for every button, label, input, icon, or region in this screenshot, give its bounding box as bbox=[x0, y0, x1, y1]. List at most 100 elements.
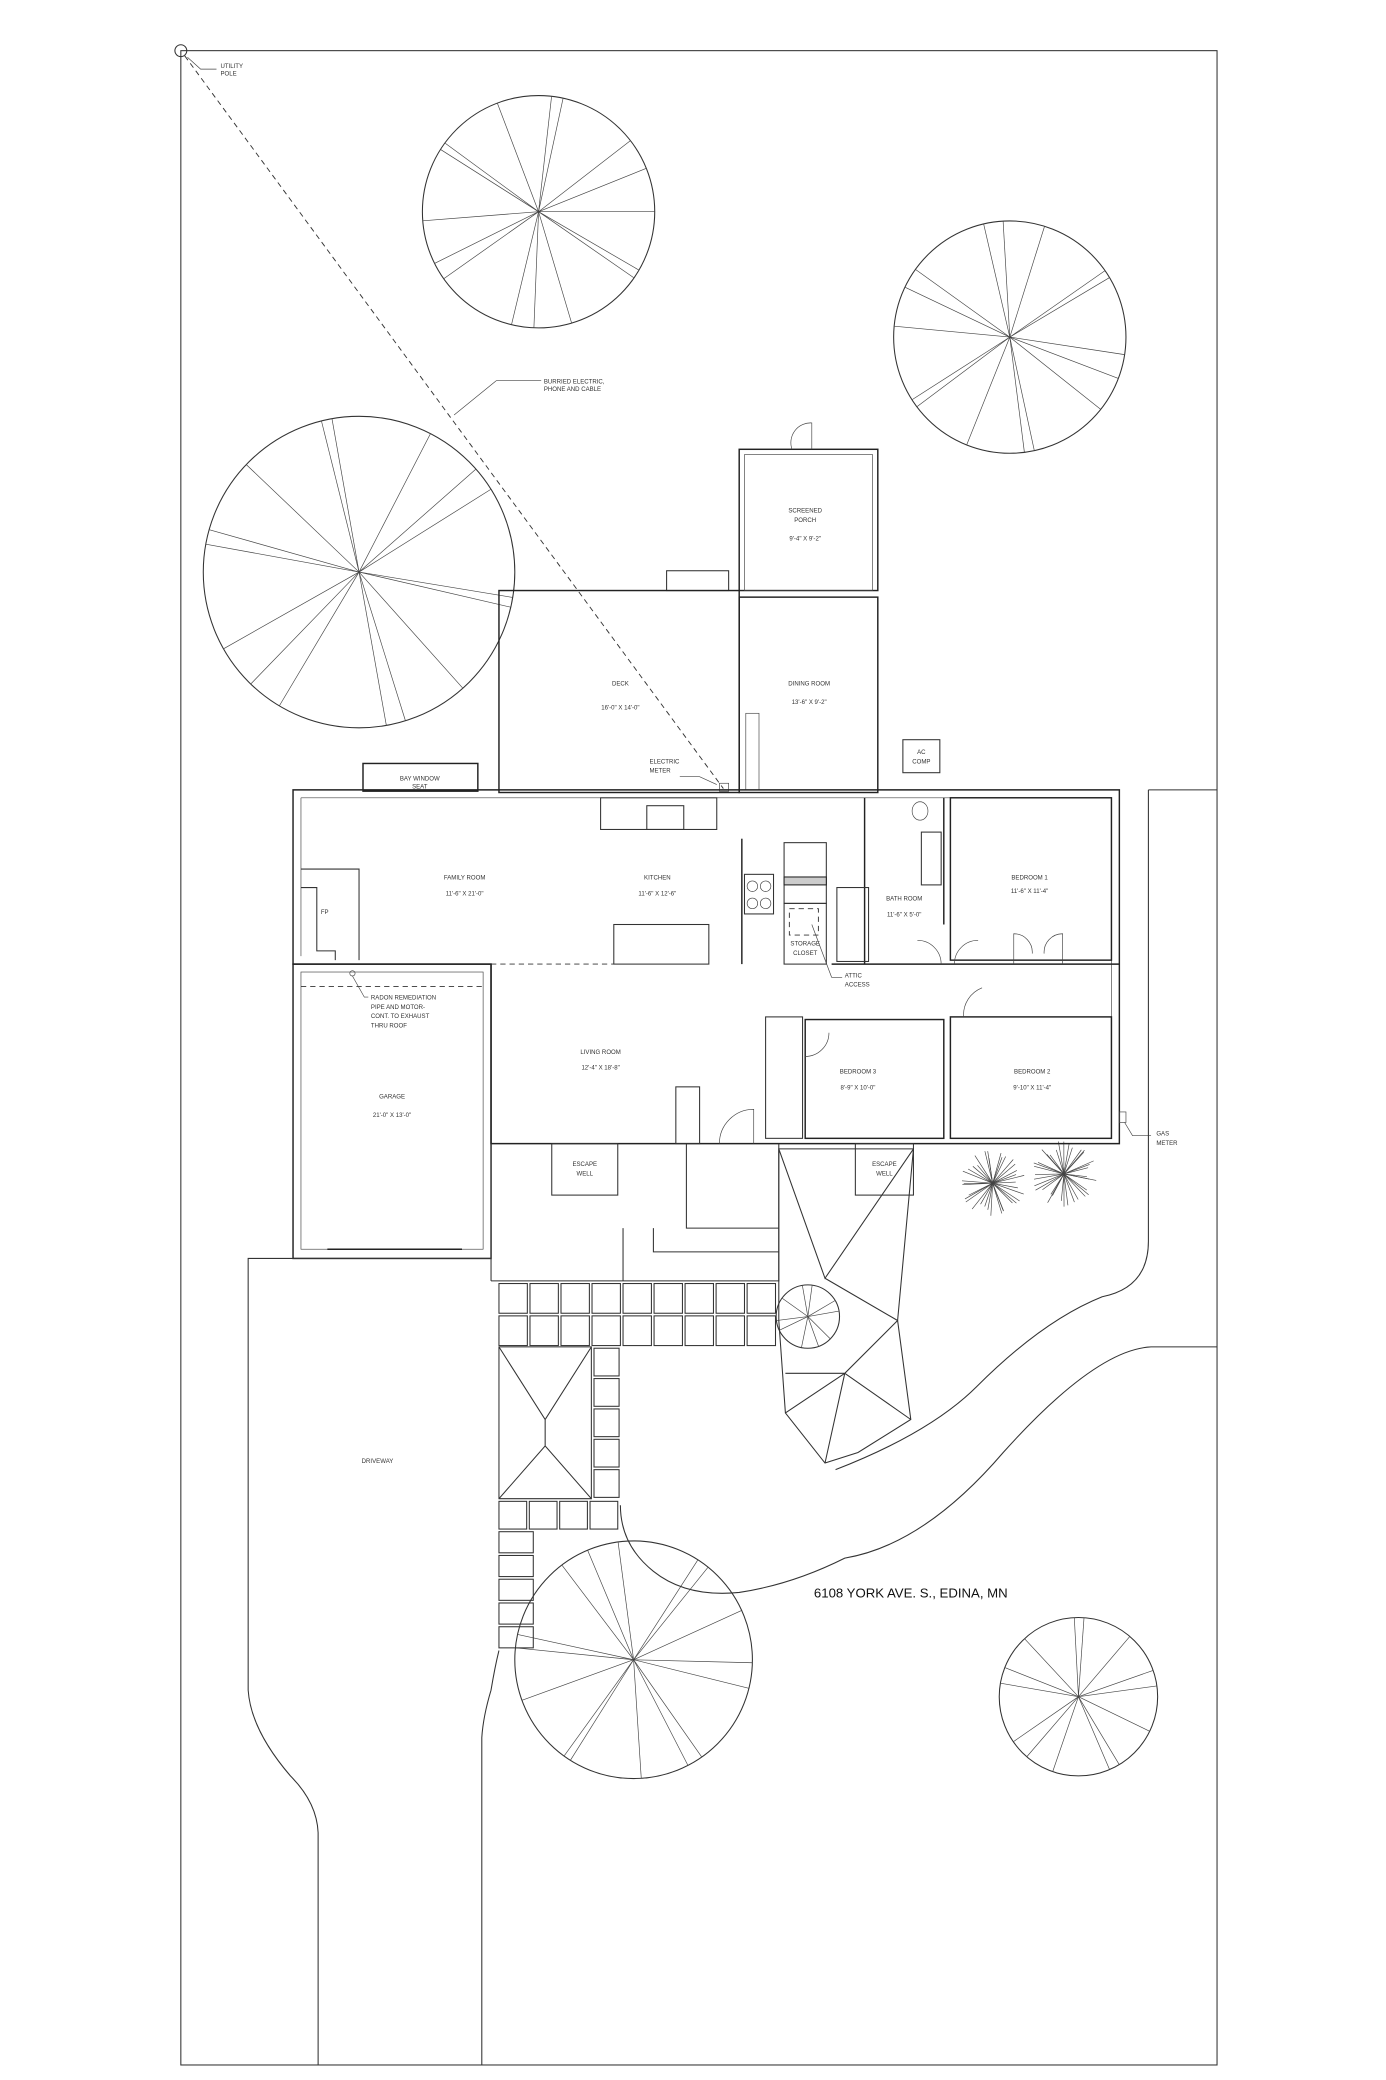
tree-branch bbox=[987, 1151, 993, 1184]
tree-branch bbox=[1009, 336, 1125, 355]
front-door[interactable] bbox=[719, 1108, 755, 1144]
tree-branch bbox=[538, 168, 647, 213]
attic-label: ATTIC bbox=[845, 973, 863, 979]
tree-branch bbox=[992, 1163, 1016, 1184]
tree-branch bbox=[807, 1316, 831, 1340]
hall-doors[interactable] bbox=[805, 940, 983, 1057]
tree-branch bbox=[331, 418, 360, 573]
gas-meter-label-2: METER bbox=[1156, 1141, 1178, 1147]
porch-door[interactable] bbox=[790, 422, 813, 450]
tree-branch bbox=[980, 1183, 993, 1205]
bedroom-1-label: BEDROOM 1 bbox=[1011, 876, 1048, 882]
paver bbox=[498, 1626, 534, 1649]
tree-branch bbox=[972, 1166, 993, 1184]
tree-branch bbox=[422, 211, 539, 222]
range[interactable] bbox=[743, 873, 775, 915]
bedroom-3-dims: 8'-9" X 10'-0" bbox=[841, 1086, 876, 1092]
bay-window bbox=[362, 762, 479, 792]
tree-branch bbox=[992, 1182, 1024, 1195]
family-room-label: FAMILY ROOM bbox=[444, 876, 486, 882]
kitchen-dims: 11'-6" X 12'-6" bbox=[638, 891, 676, 897]
tree-branch bbox=[992, 1182, 1017, 1204]
paver bbox=[559, 1500, 588, 1530]
tree-branch bbox=[633, 1659, 753, 1664]
tree-branch bbox=[1063, 1173, 1089, 1195]
paver bbox=[589, 1500, 619, 1530]
tree-branch bbox=[992, 1183, 1003, 1214]
tree-branch bbox=[992, 1181, 1016, 1184]
gas-meter-leader bbox=[1124, 1122, 1152, 1137]
tree-branch bbox=[992, 1183, 1004, 1211]
paver bbox=[746, 1315, 777, 1347]
tree-branch bbox=[992, 1182, 1013, 1204]
tree-branch bbox=[962, 1182, 993, 1186]
tree-branch bbox=[1078, 1670, 1154, 1698]
tree-branch bbox=[961, 1180, 993, 1184]
tree-branch bbox=[250, 571, 360, 685]
tree-branch bbox=[1063, 1160, 1094, 1175]
tree-branch bbox=[633, 1559, 699, 1660]
paver bbox=[591, 1283, 621, 1314]
tree-branch bbox=[894, 325, 1010, 338]
bathroom-walls bbox=[831, 797, 1120, 965]
tree-branch bbox=[358, 488, 492, 573]
driveway-label: DRIVEWAY bbox=[362, 1459, 394, 1465]
tree-branch bbox=[633, 1659, 642, 1779]
bedroom-3-label: BEDROOM 3 bbox=[840, 1070, 877, 1076]
tree-branch bbox=[965, 1182, 993, 1203]
tree-branch bbox=[1078, 1696, 1110, 1770]
kitchen-sink[interactable] bbox=[646, 805, 685, 830]
tree-canopy bbox=[775, 1284, 841, 1349]
radon-note-3: CONT. TO EXHAUST bbox=[371, 1014, 430, 1020]
tree-branch bbox=[1055, 1149, 1065, 1175]
tree-branch bbox=[967, 1168, 993, 1184]
gas-meter-icon bbox=[1119, 1111, 1127, 1123]
patio-pavers bbox=[498, 1283, 777, 1649]
tree-branch bbox=[440, 149, 539, 212]
tree-branch bbox=[781, 1297, 809, 1317]
tree-branch bbox=[1034, 1173, 1065, 1187]
tree-branch bbox=[533, 211, 539, 328]
electric-meter-label: ELECTRIC bbox=[649, 759, 680, 765]
tree-branch bbox=[443, 211, 539, 280]
burner-icon bbox=[746, 880, 759, 892]
tree-branch bbox=[964, 1182, 993, 1200]
family-room-dims: 11'-6" X 21'-0" bbox=[446, 891, 484, 897]
bath-label: BATH ROOM bbox=[886, 897, 922, 903]
tree-branch bbox=[807, 1316, 819, 1347]
tree-branch bbox=[358, 571, 513, 598]
paver bbox=[684, 1283, 714, 1314]
living-room-label: LIVING ROOM bbox=[580, 1050, 620, 1056]
tree-branch bbox=[434, 211, 539, 264]
tree-6 bbox=[775, 1284, 841, 1349]
tree-branch bbox=[1026, 1696, 1079, 1757]
paver bbox=[653, 1315, 683, 1347]
tree-branch bbox=[633, 1659, 749, 1689]
tree-branch bbox=[984, 1183, 993, 1207]
electric-meter-leader bbox=[679, 776, 717, 785]
radon-leader bbox=[352, 975, 369, 998]
tree-branch bbox=[1078, 1696, 1150, 1732]
tree-branch bbox=[279, 571, 360, 707]
tree-branch bbox=[1013, 1696, 1079, 1743]
tree-branch bbox=[538, 98, 564, 212]
buried-utility-line bbox=[184, 55, 724, 789]
toilet-icon bbox=[911, 801, 929, 821]
tree-branch bbox=[1060, 1173, 1065, 1201]
tree-branch bbox=[633, 1659, 703, 1758]
tree-branch bbox=[992, 1182, 1020, 1202]
tree-branch bbox=[1078, 1617, 1085, 1697]
tree-canopy bbox=[202, 415, 516, 729]
kitchen-sink-counter[interactable] bbox=[600, 797, 718, 830]
deck-dims: 16'-0" X 14'-0" bbox=[601, 705, 639, 711]
gas-meter-label: GAS bbox=[1156, 1132, 1169, 1138]
dining-room bbox=[738, 596, 879, 794]
tree-branch bbox=[992, 1159, 1014, 1184]
closet-doors[interactable] bbox=[1013, 933, 1063, 965]
address-label: 6108 YORK AVE. S., EDINA, MN bbox=[814, 1586, 1008, 1601]
tree-branch bbox=[1063, 1143, 1070, 1175]
bedroom-1-dims: 11'-6" X 11'-4" bbox=[1011, 889, 1048, 895]
tree-branch bbox=[1052, 1696, 1079, 1772]
attic-access-hatch[interactable] bbox=[788, 908, 819, 936]
